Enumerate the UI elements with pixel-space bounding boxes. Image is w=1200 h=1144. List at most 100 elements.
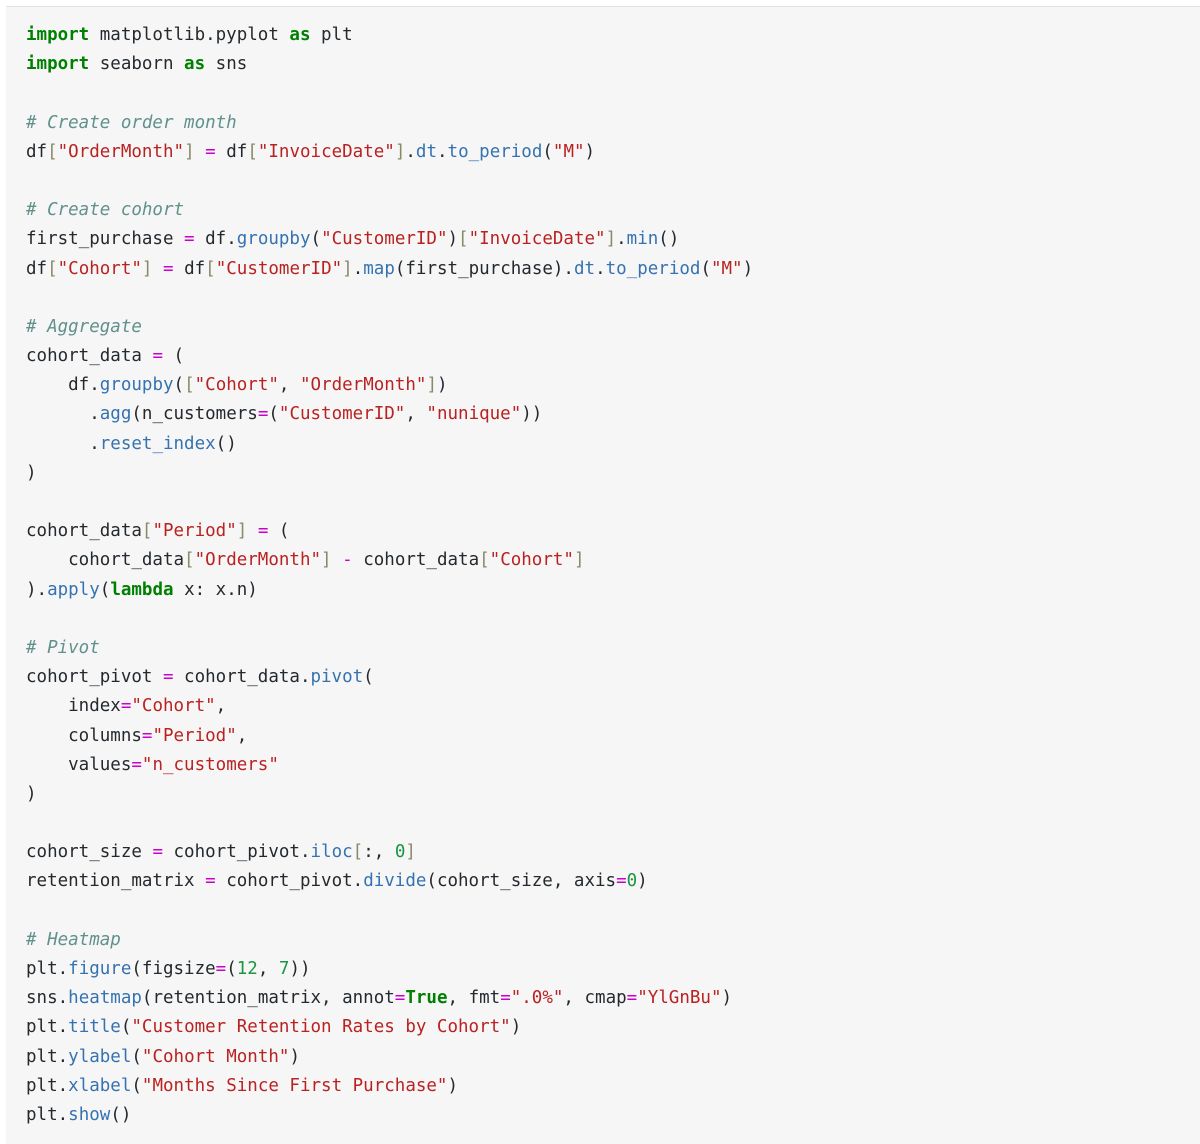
token-op: = (215, 959, 227, 979)
code-line: cohort_pivot = cohort_data.pivot( (26, 663, 1200, 692)
token-pl: sns. (26, 988, 69, 1009)
token-str: ".0%" (510, 988, 564, 1009)
token-op: = (152, 346, 163, 367)
token-op: = (163, 258, 174, 279)
token-pl: plt. (26, 959, 69, 979)
token-num: 7 (278, 959, 290, 979)
token-fn: groupby (236, 229, 311, 250)
code-line: # Create cohort (26, 196, 1200, 225)
token-str: "n_customers" (141, 754, 279, 775)
token-pl: cohort_pivot. (215, 871, 364, 892)
token-kw: as (184, 54, 206, 75)
token-br: [ (458, 229, 469, 250)
token-pl: (cohort_size, axis (426, 871, 617, 892)
token-pl: matplotlib.pyplot (89, 25, 290, 45)
token-fn: title (68, 1017, 121, 1038)
token-kw: lambda (110, 579, 174, 600)
code-line: # Pivot (26, 634, 1200, 663)
token-fn: ylabel (68, 1046, 132, 1067)
token-br: [ (479, 550, 490, 571)
token-pl: ( (173, 375, 185, 396)
token-br: ] (184, 141, 195, 162)
token-op: = (152, 842, 163, 863)
token-pl: index (26, 696, 121, 717)
token-pl: df (215, 141, 248, 162)
code-line: first_purchase = df.groupby("CustomerID"… (26, 225, 1200, 254)
token-op: = (141, 725, 153, 746)
token-pl: ) (26, 462, 37, 483)
token-pl: retention_matrix (26, 871, 206, 892)
token-pl: (first_purchase). (394, 258, 574, 279)
code-line: # Aggregate (26, 313, 1200, 342)
token-pl: cohort_pivot. (162, 842, 311, 863)
code-line: sns.heatmap(retention_matrix, annot=True… (26, 984, 1200, 1013)
token-str: "Period" (152, 725, 237, 746)
code-line: ) (26, 780, 1200, 809)
token-pl: plt. (26, 1075, 69, 1096)
token-str: "Cohort" (131, 696, 216, 717)
code-line (26, 167, 1200, 196)
token-pl: cohort_pivot (26, 667, 163, 688)
token-pl (247, 521, 258, 541)
token-cm: # Heatmap (26, 929, 121, 950)
token-pl: , fmt (447, 988, 501, 1009)
token-fn: heatmap (68, 988, 142, 1009)
token-str: "Customer Retention Rates by Cohort" (131, 1017, 511, 1038)
token-pl: . (616, 229, 627, 250)
token-str: "M" (552, 141, 585, 162)
code-line: columns="Period", (26, 722, 1200, 751)
token-br: [ (141, 521, 153, 542)
token-str: "InvoiceDate" (257, 141, 395, 162)
token-pl: sns (205, 54, 248, 75)
token-fn: figure (68, 959, 132, 979)
token-pl: df (173, 258, 206, 279)
token-fn: apply (47, 579, 100, 600)
token-pl: ) (447, 1075, 459, 1096)
token-pl: (figsize (131, 959, 216, 979)
token-pl: first_purchase (26, 229, 185, 250)
token-pl: ( (99, 579, 111, 600)
token-op: = (120, 696, 132, 717)
token-pl: cohort_data (26, 550, 185, 571)
code-line (26, 488, 1200, 517)
token-pl: plt. (26, 1046, 69, 1067)
token-pl: cohort_data (26, 346, 153, 367)
token-str: "CustomerID" (321, 229, 448, 250)
token-cm: # Pivot (26, 637, 100, 658)
token-fn: min (626, 229, 659, 250)
code-line: .agg(n_customers=("CustomerID", "nunique… (26, 400, 1200, 429)
token-pl: ( (162, 346, 185, 367)
token-fn: divide (363, 871, 427, 892)
token-pl: values (26, 754, 132, 775)
token-pl: df. (26, 375, 100, 396)
token-str: "CustomerID" (215, 258, 343, 279)
token-fn: pivot (310, 667, 364, 688)
token-br: ] (605, 229, 617, 250)
code-line: df.groupby(["Cohort", "OrderMonth"]) (26, 371, 1200, 400)
token-kw: import (26, 54, 90, 75)
code-line: ).apply(lambda x: x.n) (26, 576, 1200, 605)
token-fn: dt (573, 258, 596, 279)
token-kw: as (289, 25, 311, 45)
token-pl: plt (310, 25, 353, 45)
token-pl: ( (226, 959, 237, 979)
token-op: - (342, 550, 353, 571)
token-pl: ( (310, 229, 322, 250)
code-line: plt.ylabel("Cohort Month") (26, 1043, 1200, 1072)
token-op: = (184, 229, 195, 250)
token-br: [ (47, 141, 58, 162)
token-br: ] (426, 375, 437, 396)
token-pl: )) (521, 404, 543, 425)
code-line: cohort_data["OrderMonth"] - cohort_data[… (26, 546, 1200, 575)
token-br: ] (573, 550, 585, 571)
token-pl: () (215, 433, 237, 454)
token-pl: ( (363, 667, 374, 688)
token-op: = (394, 988, 406, 1009)
token-pl: ) (26, 783, 37, 804)
code-line (26, 897, 1200, 926)
token-op: = (500, 988, 511, 1009)
token-num: 0 (626, 871, 638, 892)
token-pl: :, (363, 842, 395, 863)
token-pl (152, 259, 163, 279)
